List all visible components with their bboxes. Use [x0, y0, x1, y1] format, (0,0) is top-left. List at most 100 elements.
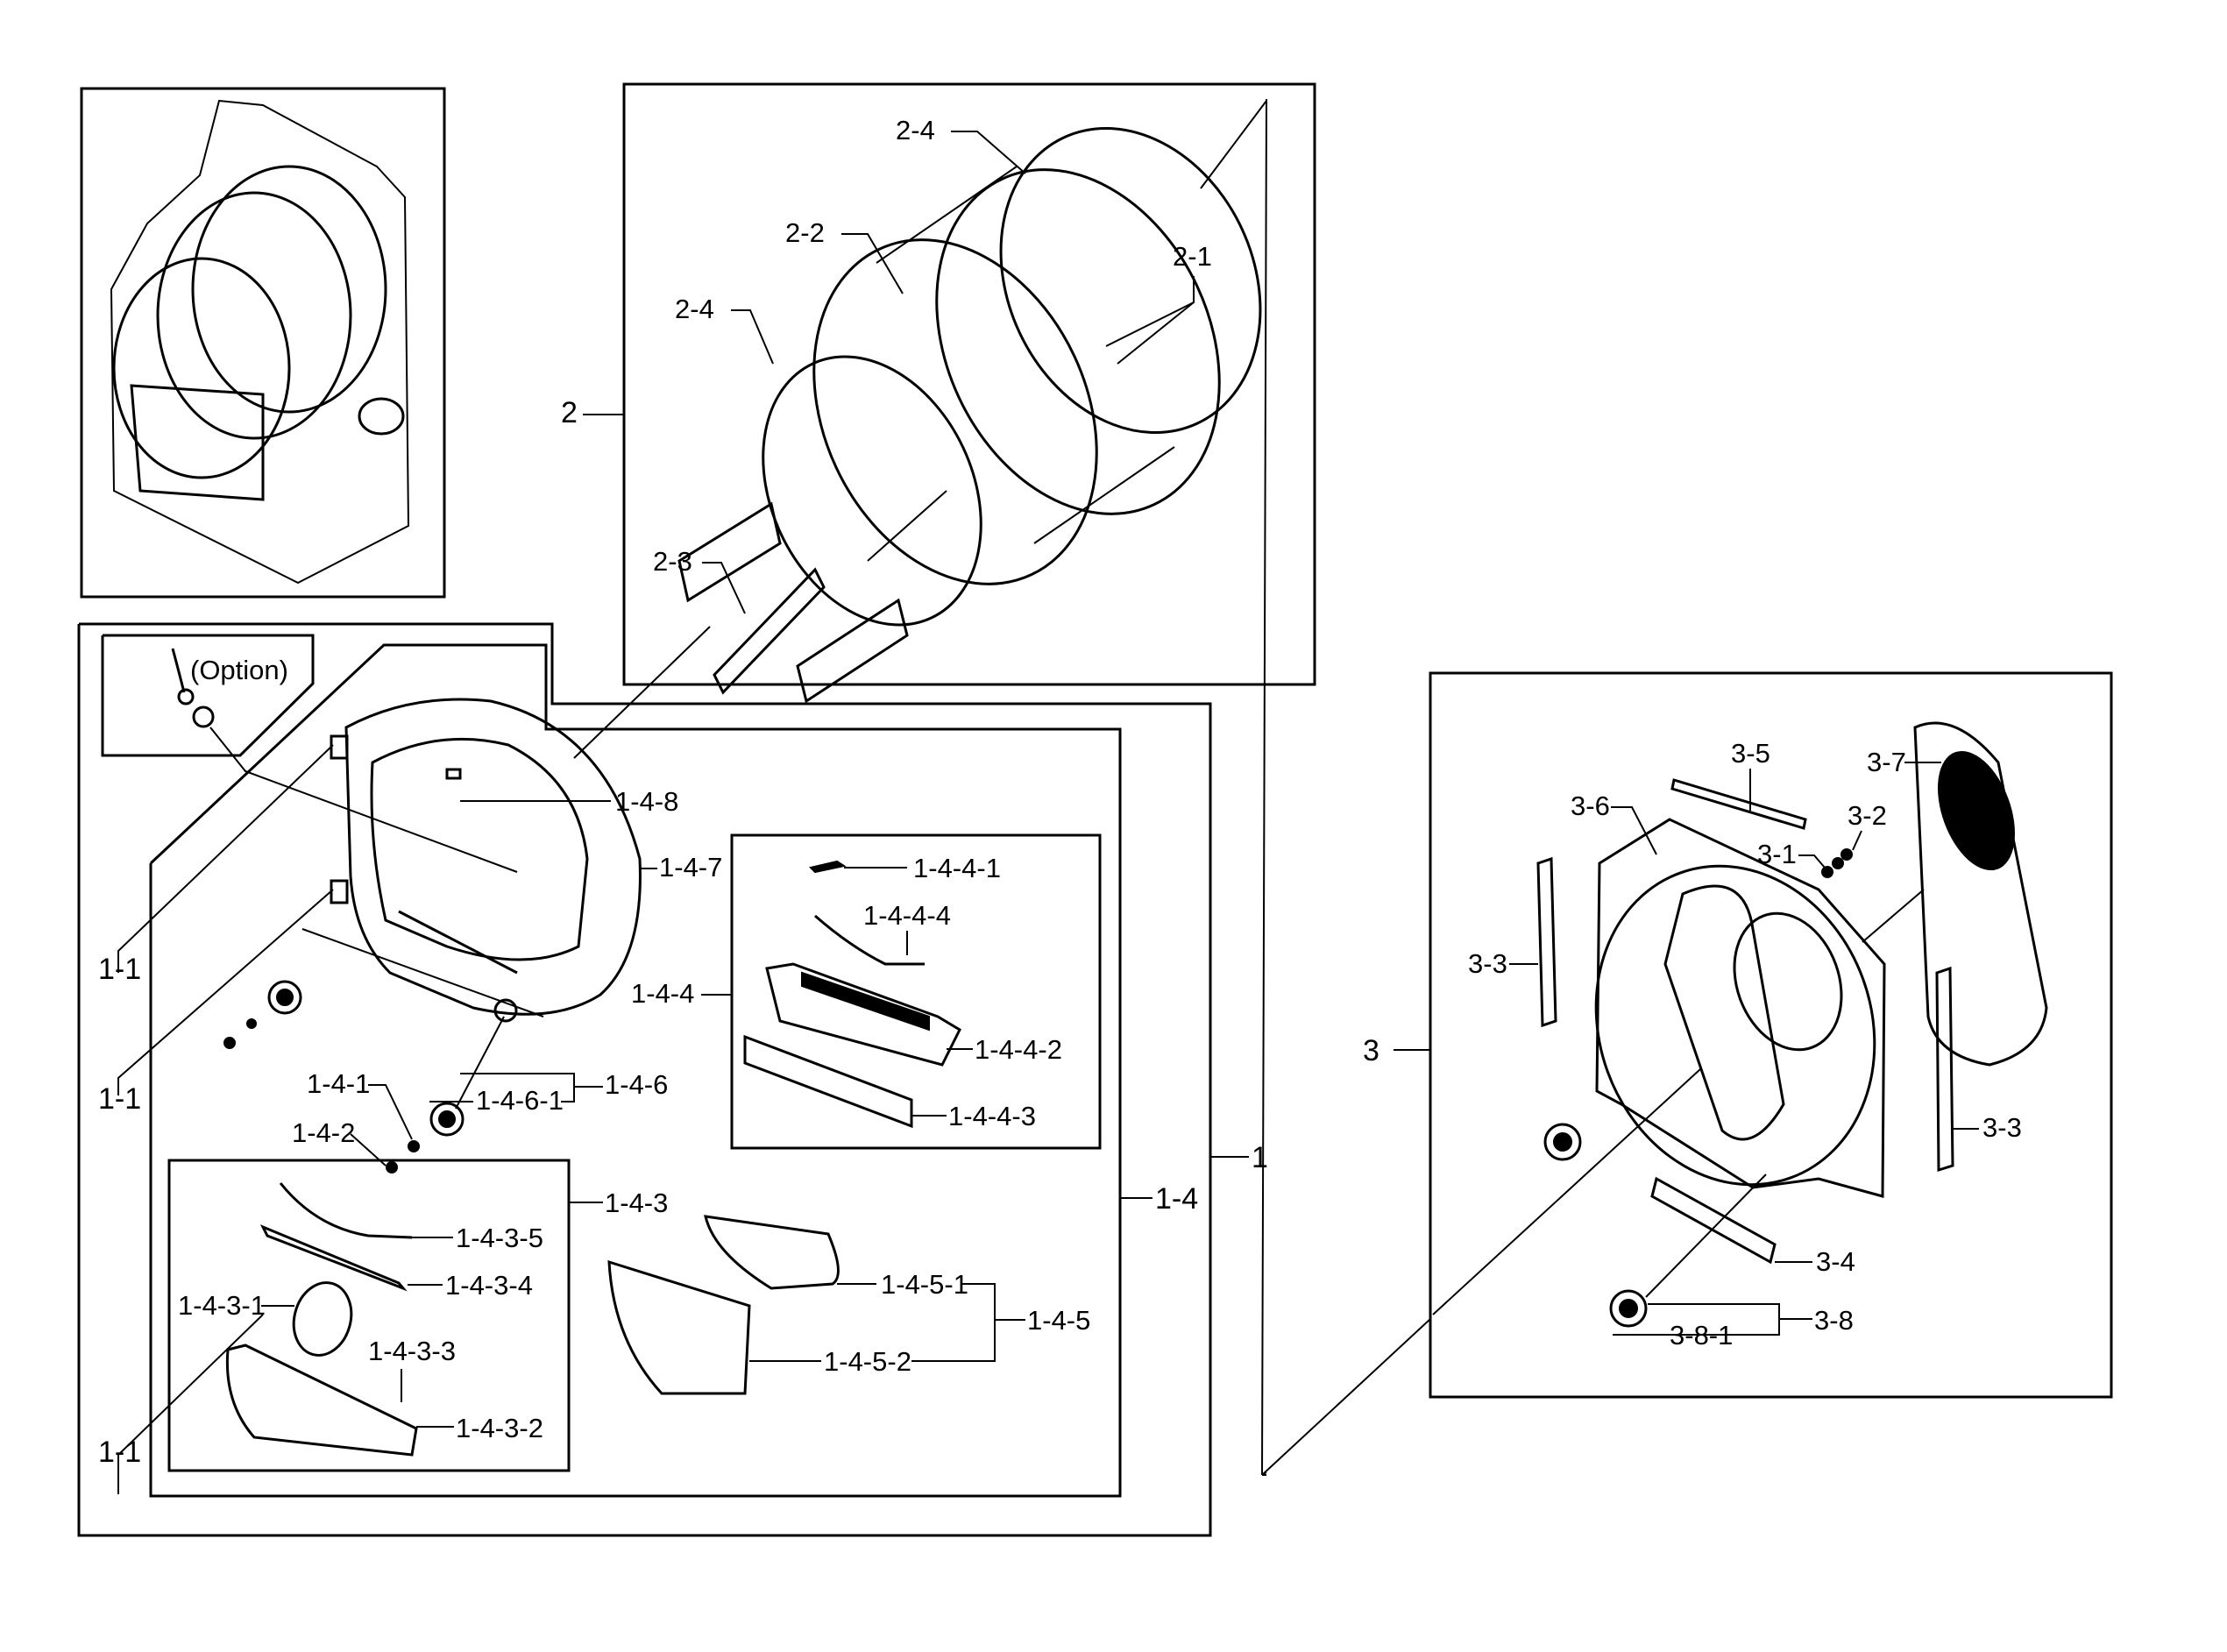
leader-1-to-rear — [1261, 1318, 1431, 1476]
rear-frame-box — [1429, 671, 2113, 1399]
leader-option — [209, 727, 518, 873]
group-1-bracket — [1261, 98, 1267, 1476]
label-2-3: 2-3 — [653, 546, 692, 577]
heater-panel-frame — [730, 833, 1102, 1150]
option-sensor-plug — [177, 688, 195, 705]
lint-duct-frame — [167, 1159, 571, 1472]
front-panel-door-opening — [370, 737, 589, 961]
filter-frame-1-4-5-2 — [607, 1259, 751, 1395]
leader-rear-to-front — [1432, 1068, 1701, 1315]
lint-duct-1-4-3-2 — [225, 1344, 418, 1457]
rear-panel-duct-cover — [1663, 884, 1785, 1141]
rear-roller-axis — [1645, 1173, 1767, 1298]
side-rail-3-3-left — [1536, 856, 1557, 1028]
label-1-4-2: 1-4-2 — [292, 1117, 355, 1148]
label-1-4-6-1: 1-4-6-1 — [476, 1085, 564, 1116]
leader-drum-axis — [1200, 100, 1267, 189]
overview-lint-duct — [130, 384, 265, 501]
label-1-4-4: 1-4-4 — [631, 978, 694, 1009]
nut-3-1 — [1821, 866, 1833, 878]
label-1-4-7: 1-4-7 — [659, 852, 722, 883]
overview-drum-front — [112, 257, 291, 479]
rear-roller-3-8-hub — [1619, 1299, 1638, 1318]
drum-frame — [622, 82, 1316, 686]
harness-1-4-4-4 — [814, 914, 925, 966]
leader-3-1 — [1798, 854, 1826, 869]
front-panel-frame — [344, 698, 642, 1016]
heater-cover-1-4-4-3 — [743, 1034, 913, 1129]
rear-panel-3-6 — [1595, 818, 1886, 1198]
overview-exhaust — [358, 397, 405, 436]
label-1-4-6: 1-4-6 — [605, 1069, 668, 1100]
label-2-2: 2-2 — [785, 217, 825, 248]
leader-2-4-rear — [951, 131, 1026, 174]
leader-1-1c — [117, 1314, 264, 1494]
label-3-1: 3-1 — [1757, 839, 1797, 869]
drum-lifter-right — [796, 598, 909, 704]
leader-2-4-front — [731, 309, 774, 365]
roller-left-washer — [246, 1018, 257, 1029]
label-3-3-left: 3-3 — [1468, 948, 1507, 979]
option-sensor-wire — [171, 648, 186, 693]
label-1-4-3: 1-4-3 — [605, 1188, 668, 1218]
drum-body-rear — [935, 168, 1221, 515]
hinge-bracket-upper — [330, 734, 349, 760]
filter-mesh-1-4-5-1 — [704, 1215, 840, 1290]
overview-frame — [80, 87, 446, 599]
heater-housing-dark — [801, 971, 930, 1032]
label-3-8-1: 3-8-1 — [1670, 1320, 1733, 1351]
option-sensor-cap — [192, 705, 215, 728]
label-1-4-8: 1-4-8 — [615, 786, 678, 817]
label-3-3-right: 3-3 — [1982, 1112, 2022, 1143]
seal-1-4-3-5 — [279, 1182, 413, 1239]
roller-axis — [455, 1016, 505, 1110]
group-1-4-frame — [149, 643, 1122, 1498]
blower-duct-3-7 — [1913, 721, 2048, 1067]
label-3-5: 3-5 — [1731, 738, 1770, 769]
label-3-4: 3-4 — [1816, 1246, 1855, 1277]
label-1-1-lower: 1-1 — [98, 1436, 141, 1469]
rear-panel-vent — [1733, 911, 1843, 1052]
label-1-4-3-4: 1-4-3-4 — [445, 1270, 533, 1301]
label-2-4-rear: 2-4 — [896, 115, 935, 145]
overview-drum-mid — [156, 191, 352, 440]
roller-left — [267, 980, 302, 1015]
label-1-4-4-2: 1-4-4-2 — [975, 1034, 1062, 1065]
roller-right-hub — [438, 1110, 456, 1128]
rear-roller-left-hub — [1553, 1132, 1572, 1152]
group-1-frame — [77, 622, 1212, 1537]
label-1-4-5-2: 1-4-5-2 — [824, 1346, 911, 1377]
drum-panel: 2-4 2-2 2-1 2-4 2-3 2 — [561, 82, 1316, 1476]
label-3-6: 3-6 — [1571, 791, 1610, 821]
lower-bracket-3-4 — [1650, 1176, 1777, 1265]
label-3: 3 — [1363, 1034, 1379, 1067]
washer-3-2b — [1840, 848, 1853, 861]
label-1-4: 1-4 — [1155, 1182, 1198, 1216]
leader-drum-center — [867, 490, 947, 562]
drum-lifter-left — [677, 501, 782, 603]
door-switch-lever — [445, 768, 462, 780]
hinge-bracket-lower — [330, 879, 349, 904]
leader-1-1a — [117, 744, 334, 973]
roller-left-hub — [276, 989, 294, 1006]
drum-bottom-edge — [1033, 446, 1175, 544]
label-1-1-upper: 1-1 — [98, 953, 141, 986]
front-panel-lint-slot — [398, 910, 518, 975]
bracket-1-4-5 — [911, 1283, 996, 1362]
leader-2-1a — [1105, 276, 1195, 347]
label-1: 1 — [1252, 1141, 1268, 1174]
label-2-1: 2-1 — [1173, 241, 1212, 272]
rear-drum-seal-ring — [999, 126, 1262, 435]
leader-duct — [1862, 889, 1925, 943]
label-1-4-4-1: 1-4-4-1 — [913, 853, 1001, 883]
drum-body-front — [812, 238, 1098, 585]
assembly-overview-panel — [80, 87, 446, 599]
front-drum-seal-ring — [762, 355, 982, 627]
label-2-4-front: 2-4 — [675, 294, 714, 324]
label-1-4-4-4: 1-4-4-4 — [863, 900, 951, 931]
leader-1-1b — [117, 889, 334, 1095]
roller-mount — [493, 998, 518, 1023]
blower-duct-screen — [1938, 750, 2015, 871]
washer-3-2a — [1832, 857, 1844, 869]
rear-frame-panel: 3 3-5 3-7 3-6 3-2 3 — [1363, 671, 2113, 1399]
